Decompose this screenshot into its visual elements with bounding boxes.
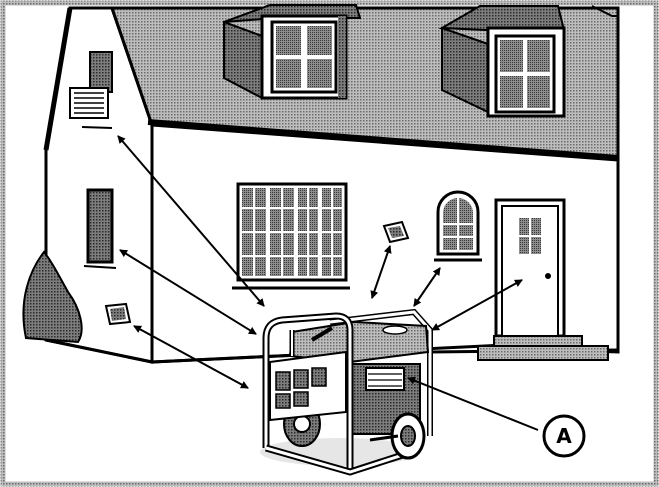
front-door [496,200,564,336]
fuel-cap [383,326,407,334]
outlet [312,368,326,386]
breaker [294,392,308,406]
breaker [276,394,290,408]
side-window [84,190,116,268]
muffler [366,368,404,390]
outlet [276,372,290,390]
crawlspace-vent [106,304,130,324]
arched-window [434,192,482,260]
callout-label: A [556,424,572,448]
outlet [294,370,308,388]
callout-a: A [544,416,584,456]
dormer-right [442,6,564,116]
house-illustration [23,5,618,362]
dormer-left [224,5,360,98]
picture-window [232,184,350,288]
